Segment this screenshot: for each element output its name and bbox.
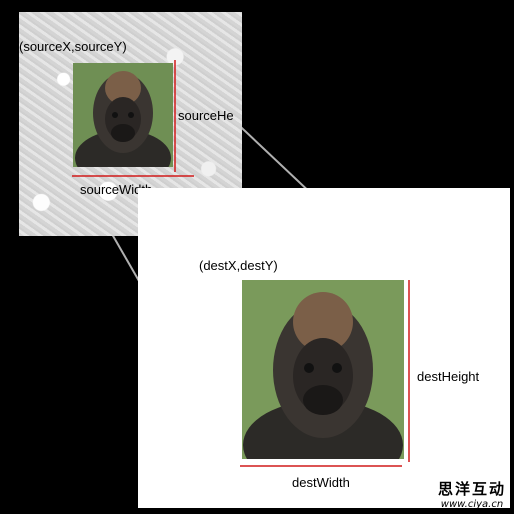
dest-width-line [240,465,402,467]
gorilla-icon [73,63,173,167]
source-origin-label: (sourceX,sourceY) [19,39,127,54]
source-width-label: sourceWidth [80,182,153,197]
source-height-label: sourceHe [178,108,234,123]
watermark-title: 思洋互动 [437,480,506,498]
dest-height-line [408,280,410,462]
gorilla-icon [242,280,404,459]
source-width-line [72,175,194,177]
dest-origin-label: (destX,destY) [199,258,278,273]
dest-width-label: destWidth [292,475,350,490]
dest-height-label: destHeight [417,369,480,384]
source-crop-region [73,63,173,167]
watermark: 思洋互动 www.ciya.cn [438,478,506,510]
source-height-line [174,60,176,172]
watermark-url: www.ciya.cn [440,499,504,510]
destination-image [242,280,404,459]
